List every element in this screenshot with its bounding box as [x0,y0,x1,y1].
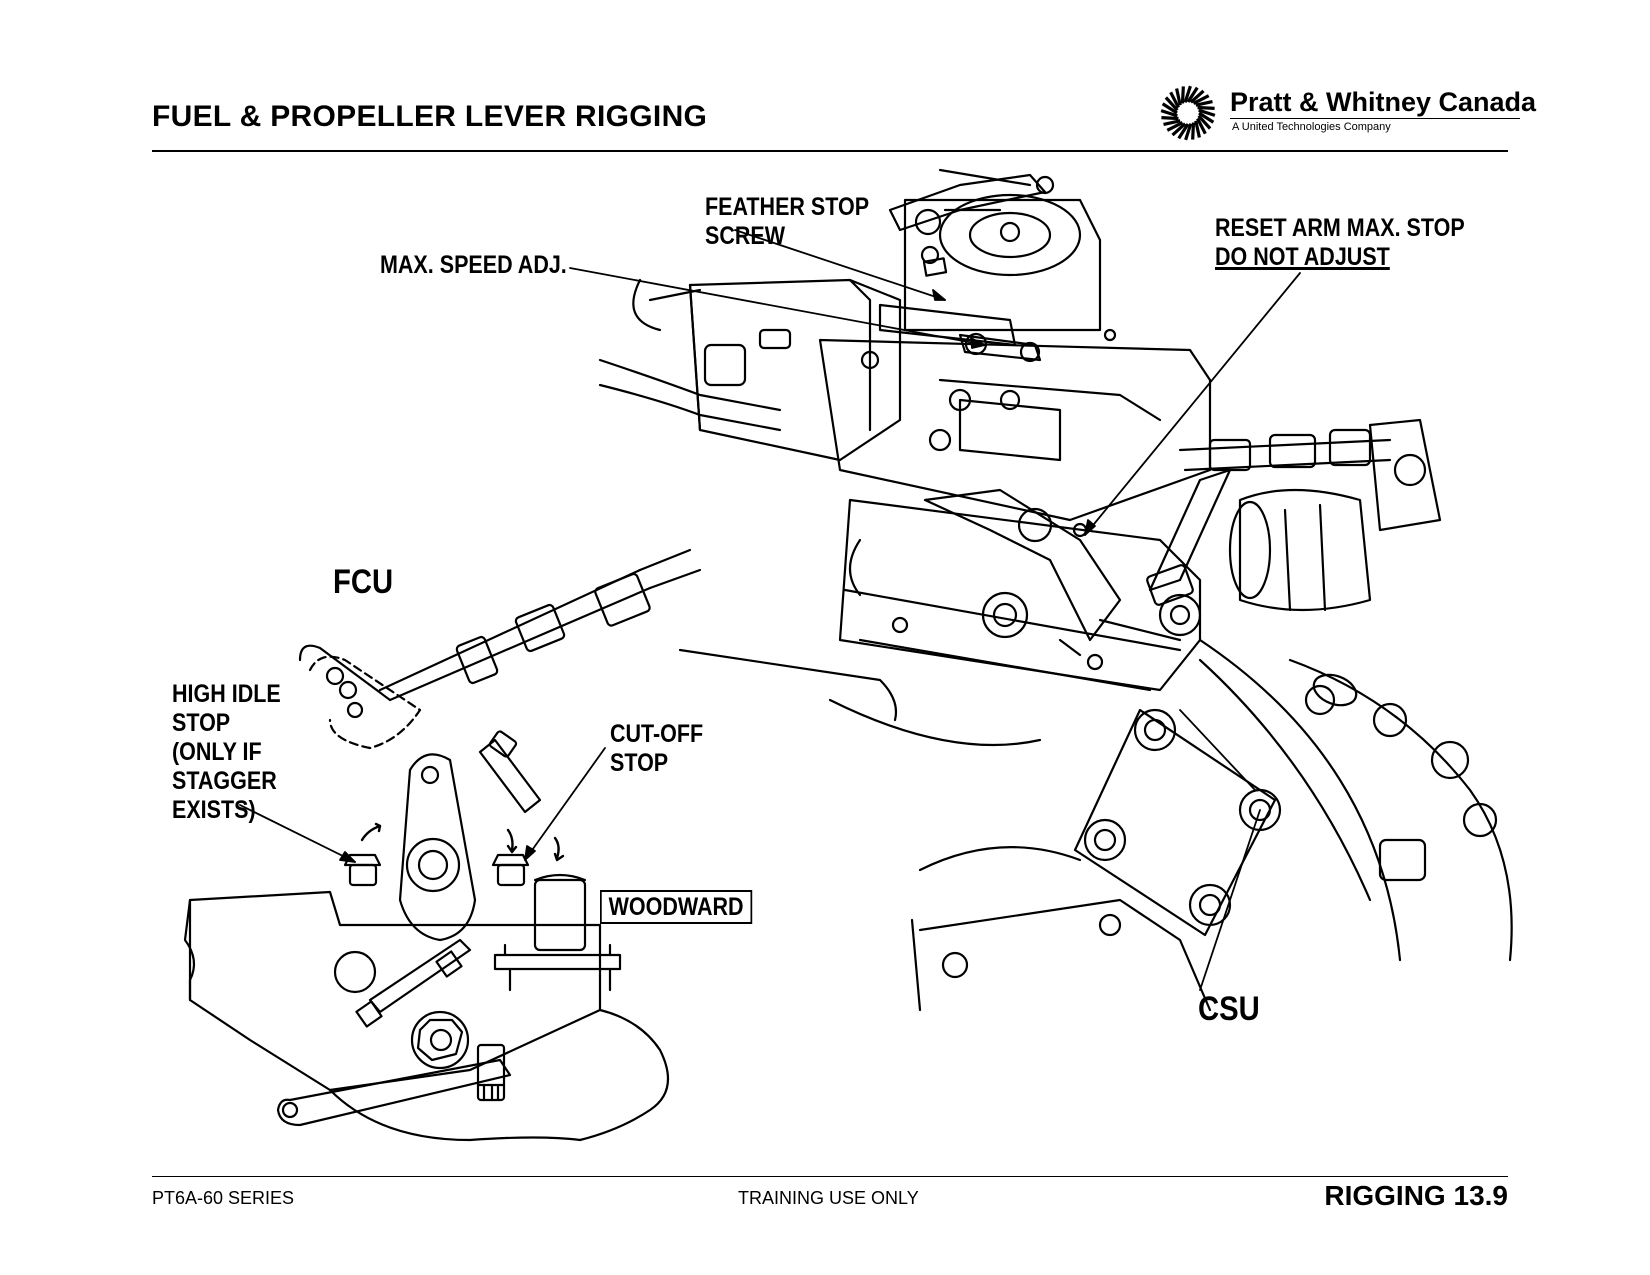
feather-stop-leader [734,229,946,301]
brand-divider [1230,118,1520,119]
cut-off-leader [524,747,606,861]
footer-rule [152,1176,1508,1177]
page-title: FUEL & PROPELLER LEVER RIGGING [152,100,708,133]
max-speed-leader [569,267,986,346]
woodward-detail [183,548,702,1142]
woodward-label: WOODWARD [600,890,753,924]
fcu-label: FCU [333,563,394,601]
reset-arm-warning: DO NOT ADJUST [1215,243,1390,271]
reset-arm-label: RESET ARM MAX. STOP [1215,214,1465,242]
cut-off-stop-label: CUT-OFF STOP [610,720,704,777]
brand-name: Pratt & Whitney Canada [1230,87,1537,117]
brand-subtitle: A United Technologies Company [1232,121,1391,133]
footer-section: RIGGING 13.9 [1324,1180,1508,1211]
reset-arm-leader [1084,272,1301,536]
fcu-main-assembly [598,168,1442,692]
high-idle-leader [239,804,356,863]
high-idle-stop-label: HIGH IDLE STOP (ONLY IF STAGGER EXISTS) [172,680,281,824]
feather-stop-label: FEATHER STOP SCREW [705,193,870,250]
header-rule [152,150,1508,152]
brand-logo: Pratt & Whitney Canada A United Technolo… [1160,85,1536,145]
callout-leaders [239,229,1301,991]
csu-leader [1179,709,1256,791]
csu-housing [678,638,1513,1012]
max-speed-label: MAX. SPEED ADJ. [380,251,567,279]
csu-label: CSU [1198,990,1260,1028]
footer-series: PT6A-60 SERIES [152,1188,295,1208]
csu-leader-2 [1199,809,1261,991]
pwc-sunburst-icon [1160,85,1216,141]
footer-notice: TRAINING USE ONLY [738,1188,919,1208]
